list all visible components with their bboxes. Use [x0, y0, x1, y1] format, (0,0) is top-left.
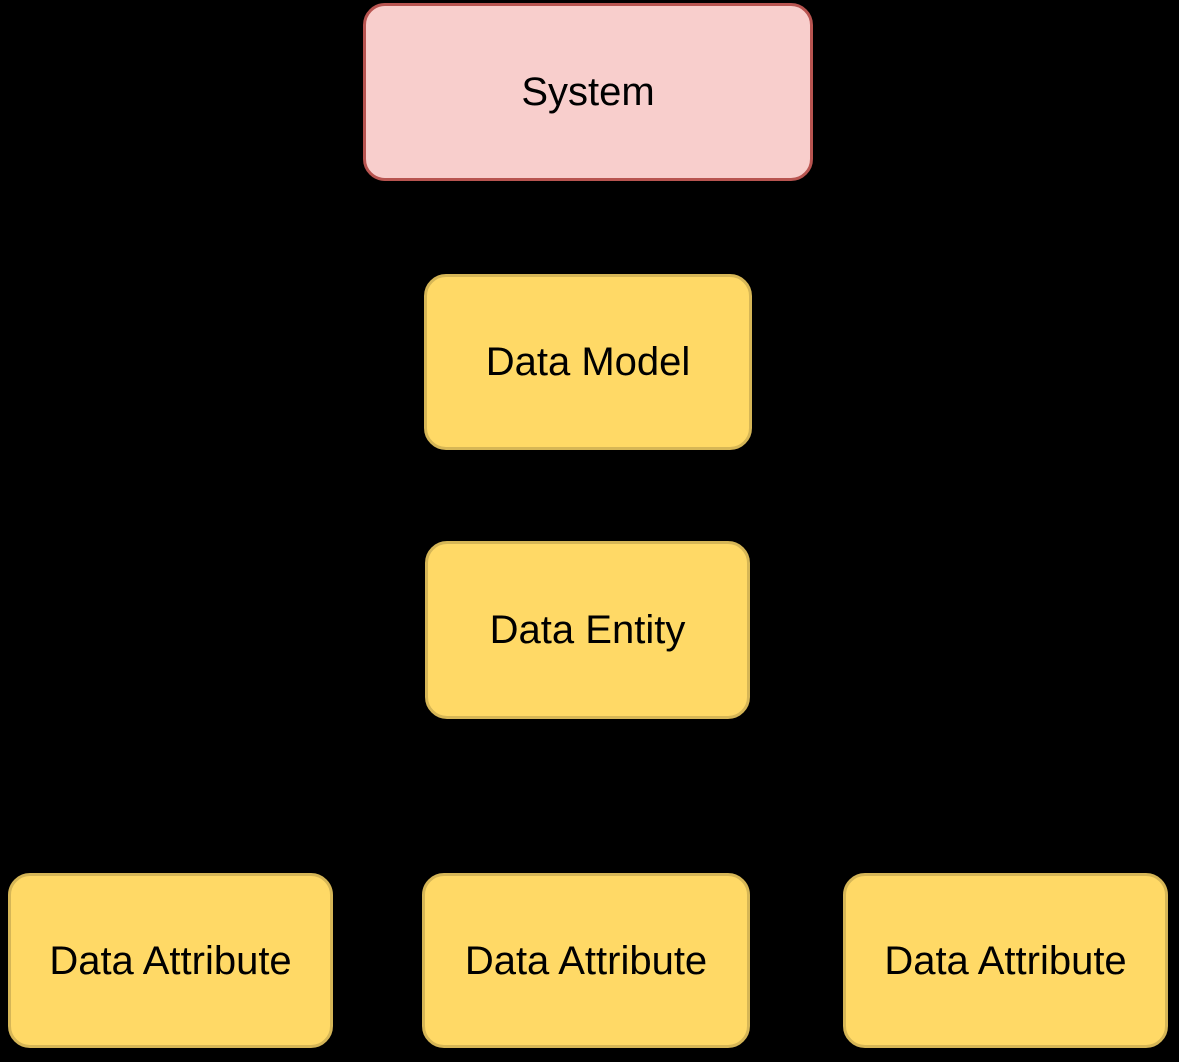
node-data-model-label: Data Model: [485, 340, 691, 384]
connector-data-entity-to-data-attribute-1: [168, 718, 588, 876]
node-system-label: System: [521, 70, 655, 114]
connector-data-model-to-data-entity: [577, 449, 598, 542]
node-data-attribute-2-label: Data Attribute: [464, 938, 708, 983]
node-data-attribute-2[interactable]: Data Attribute: [422, 873, 750, 1048]
node-data-attribute-1-label: Data Attribute: [49, 938, 292, 983]
connector-data-entity-to-data-attribute-2: [576, 718, 597, 874]
connector-data-entity-to-data-attribute-3: [587, 718, 1008, 876]
node-data-attribute-1[interactable]: Data Attribute: [8, 873, 333, 1048]
node-system[interactable]: System: [363, 3, 813, 181]
node-data-attribute-3-label: Data Attribute: [884, 938, 1127, 983]
node-data-entity-label: Data Entity: [489, 608, 686, 652]
node-data-model[interactable]: Data Model: [424, 274, 752, 450]
node-data-attribute-3[interactable]: Data Attribute: [843, 873, 1168, 1048]
node-data-entity[interactable]: Data Entity: [425, 541, 750, 719]
